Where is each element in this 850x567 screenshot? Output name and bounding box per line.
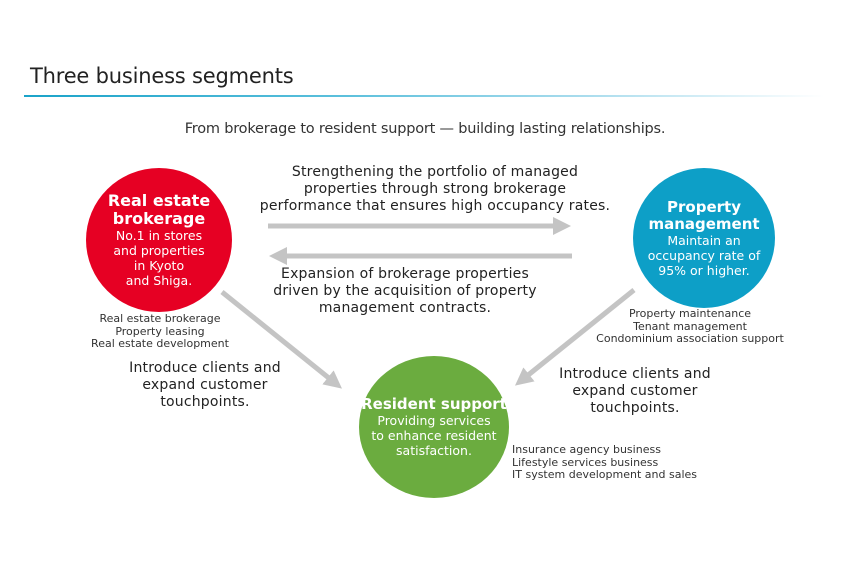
service-item: Insurance agency business [512,443,661,456]
segment-description: and Shiga. [125,273,193,288]
segment-title: Resident support [361,395,507,413]
flow-text-line: management contracts. [318,300,492,316]
flow-text-line: performance that ensures high occupancy … [259,198,611,214]
segment-title: management [648,214,760,233]
segment-description: satisfaction. [396,443,472,458]
flow-text-line: expand customer [572,383,698,399]
service-item: Condominium association support [596,332,784,345]
segment-description: to enhance resident [371,428,497,443]
service-item: Tenant management [633,319,747,333]
segment-description: in Kyoto [133,258,185,273]
segment-circle-property-management: Property management Maintain an occupanc… [633,168,775,308]
flow-text-management-to-support: Introduce clients and expand customer to… [530,366,740,417]
flow-text-line: expand customer [142,377,268,393]
flow-text-line: touchpoints. [590,400,680,416]
flow-text-line: driven by the acquisition of property [273,283,537,299]
services-list-support: Insurance agency business Lifestyle serv… [512,443,698,482]
segment-description: occupancy rate of [647,247,761,263]
service-item: Real estate development [91,337,229,350]
service-item: Real estate brokerage [99,312,221,325]
title-underline [24,95,824,97]
segment-description: Providing services [377,413,491,428]
segment-title: Real estate [107,191,211,210]
segment-circle-resident-support: Resident support Providing services to e… [359,356,509,498]
service-item: Property leasing [115,324,205,338]
segment-title: Property [667,197,741,216]
flow-text-line: Introduce clients and [129,360,281,376]
segment-description: Maintain an [667,232,741,248]
flow-text-brokerage-to-support: Introduce clients and expand customer to… [100,360,310,411]
flow-text-management-to-brokerage: Expansion of brokerage properties driven… [230,266,580,317]
services-list-brokerage: Real estate brokerage Property leasing R… [60,312,260,351]
flow-text-line: touchpoints. [160,394,250,410]
segment-description: No.1 in stores [115,228,203,243]
segment-description: and properties [113,243,205,258]
segment-circle-real-estate-brokerage: Real estate brokerage No.1 in stores and… [86,168,232,312]
services-list-management: Property maintenance Tenant management C… [580,307,800,346]
flow-text-line: properties through strong brokerage [303,181,567,197]
segment-description: 95% or higher. [658,262,750,278]
flow-text-line: Introduce clients and [559,366,711,382]
service-item: Lifestyle services business [512,455,659,469]
segment-title: brokerage [112,209,206,228]
page-subtitle: From brokerage to resident support — bui… [184,121,666,137]
flow-text-brokerage-to-management: Strengthening the portfolio of managed p… [230,164,640,215]
page-title: Three business segments [30,64,294,88]
flow-text-line: Strengthening the portfolio of managed [291,164,579,180]
service-item: Property maintenance [628,307,752,320]
service-item: IT system development and sales [512,468,698,481]
flow-text-line: Expansion of brokerage properties [281,266,529,282]
